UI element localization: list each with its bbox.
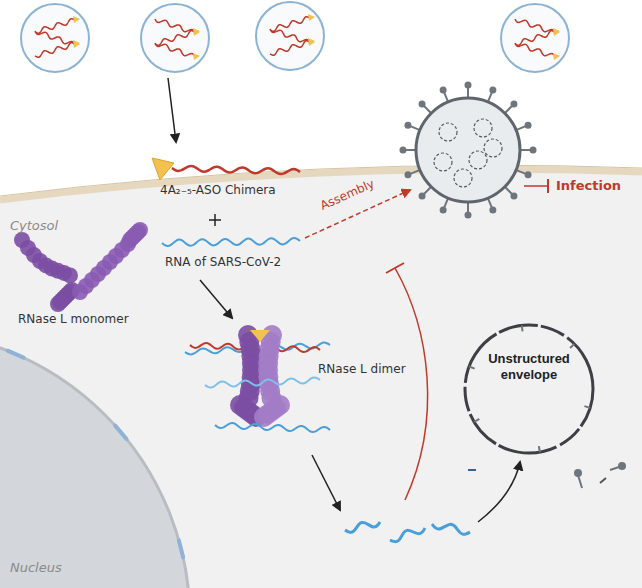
label: RNase L monomer xyxy=(18,312,129,326)
nucleus xyxy=(0,0,190,588)
node-label: Unstructured envelope xyxy=(481,322,577,382)
arrow xyxy=(168,78,176,142)
label: Cytosol xyxy=(10,218,58,234)
rnase-l-monomer xyxy=(14,222,148,312)
rna-fragments xyxy=(345,522,470,542)
vesicles xyxy=(21,2,569,72)
arrow xyxy=(478,462,520,522)
arrow xyxy=(200,280,232,318)
label: RNase L dimer xyxy=(318,362,406,376)
label: Assembly xyxy=(318,176,377,213)
viral-rna xyxy=(162,238,300,246)
inhibition-line xyxy=(524,179,548,193)
label: 4A₂₋₅-ASO Chimera xyxy=(160,183,276,197)
sars-cov-2-virion xyxy=(400,82,537,219)
plus-sign xyxy=(209,214,221,226)
envelope-debris xyxy=(468,462,626,488)
arrow xyxy=(312,455,340,510)
envelope-outline xyxy=(462,322,596,456)
aso-chimera xyxy=(152,158,300,180)
label: RNA of SARS-CoV-2 xyxy=(165,255,281,269)
rnase-l-dimer xyxy=(185,325,330,432)
label: Nucleus xyxy=(10,560,62,576)
inhibition-line xyxy=(386,263,428,500)
envelope-circle: Unstructured envelope xyxy=(462,322,596,456)
label: Infection xyxy=(556,178,621,194)
